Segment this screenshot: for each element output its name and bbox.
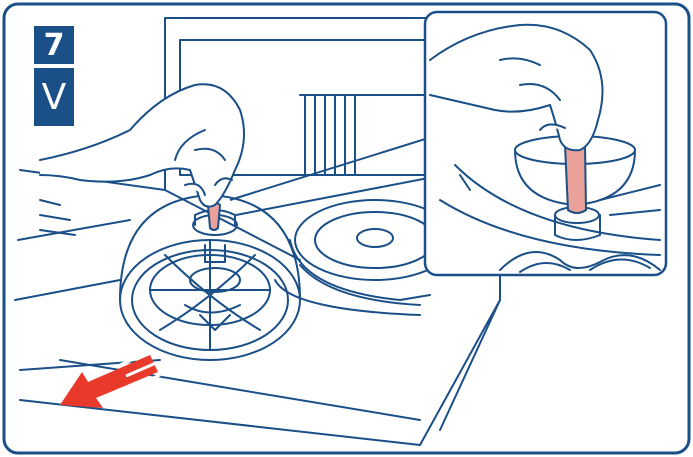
step-check-badge: V — [34, 68, 74, 126]
inset-panel — [425, 12, 666, 275]
step-number-badge: 7 — [34, 26, 74, 64]
